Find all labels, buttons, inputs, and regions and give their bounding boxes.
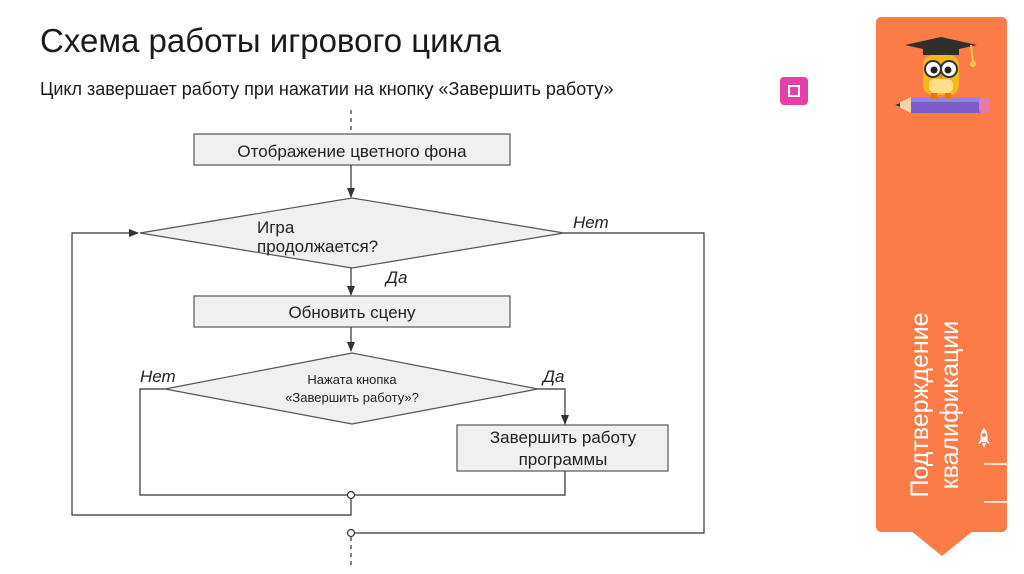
flowchart-diagram: Отображение цветного фона Игра продолжае… <box>71 110 705 568</box>
junction-inner <box>346 490 356 500</box>
line-game-no-to-end <box>354 232 705 534</box>
decision-game-line1: Игра <box>257 218 295 237</box>
box-update-scene: Обновить сцену <box>193 295 511 328</box>
line-no-to-junction <box>139 388 347 496</box>
side-panel-tail <box>910 530 974 556</box>
side-panel-text-line1: Подтверждение <box>906 312 934 498</box>
junction-end <box>346 528 356 538</box>
page-title: Схема работы игрового цикла <box>40 22 502 59</box>
label-yes-button: Да <box>541 367 564 386</box>
panel-decorative-lines <box>984 463 1008 503</box>
decision-button-line1: Нажата кнопка <box>307 372 397 387</box>
decision-game-line2: продолжается? <box>257 237 378 256</box>
box-update-label: Обновить сцену <box>288 303 416 322</box>
decision-game-continues: Игра продолжается? <box>139 197 565 269</box>
label-no-button: Нет <box>140 367 176 386</box>
line-loop-back <box>71 229 352 516</box>
label-no-game: Нет <box>573 213 609 232</box>
rocket-icon <box>978 428 990 448</box>
decision-button-pressed: Нажата кнопка «Завершить работу»? <box>164 352 539 425</box>
box-finish-line1: Завершить работу <box>490 428 637 447</box>
box-background: Отображение цветного фона <box>193 133 511 166</box>
box-finish-line2: программы <box>519 450 608 469</box>
side-panel-text-line2: квалификации <box>936 320 964 490</box>
arrow-yes-to-finish <box>538 388 569 425</box>
box-background-label: Отображение цветного фона <box>237 142 467 161</box>
label-yes-game: Да <box>384 268 407 287</box>
box-finish-program: Завершить работу программы <box>456 424 669 472</box>
decision-button-line2: «Завершить работу»? <box>285 390 419 405</box>
line-finish-to-junction <box>354 471 566 496</box>
side-panel-text: Подтверждение квалификации <box>905 275 965 535</box>
page-subtitle: Цикл завершает работу при нажатии на кно… <box>40 79 614 99</box>
owl-mascot-icon <box>895 37 989 113</box>
pink-square-button[interactable] <box>780 77 808 105</box>
